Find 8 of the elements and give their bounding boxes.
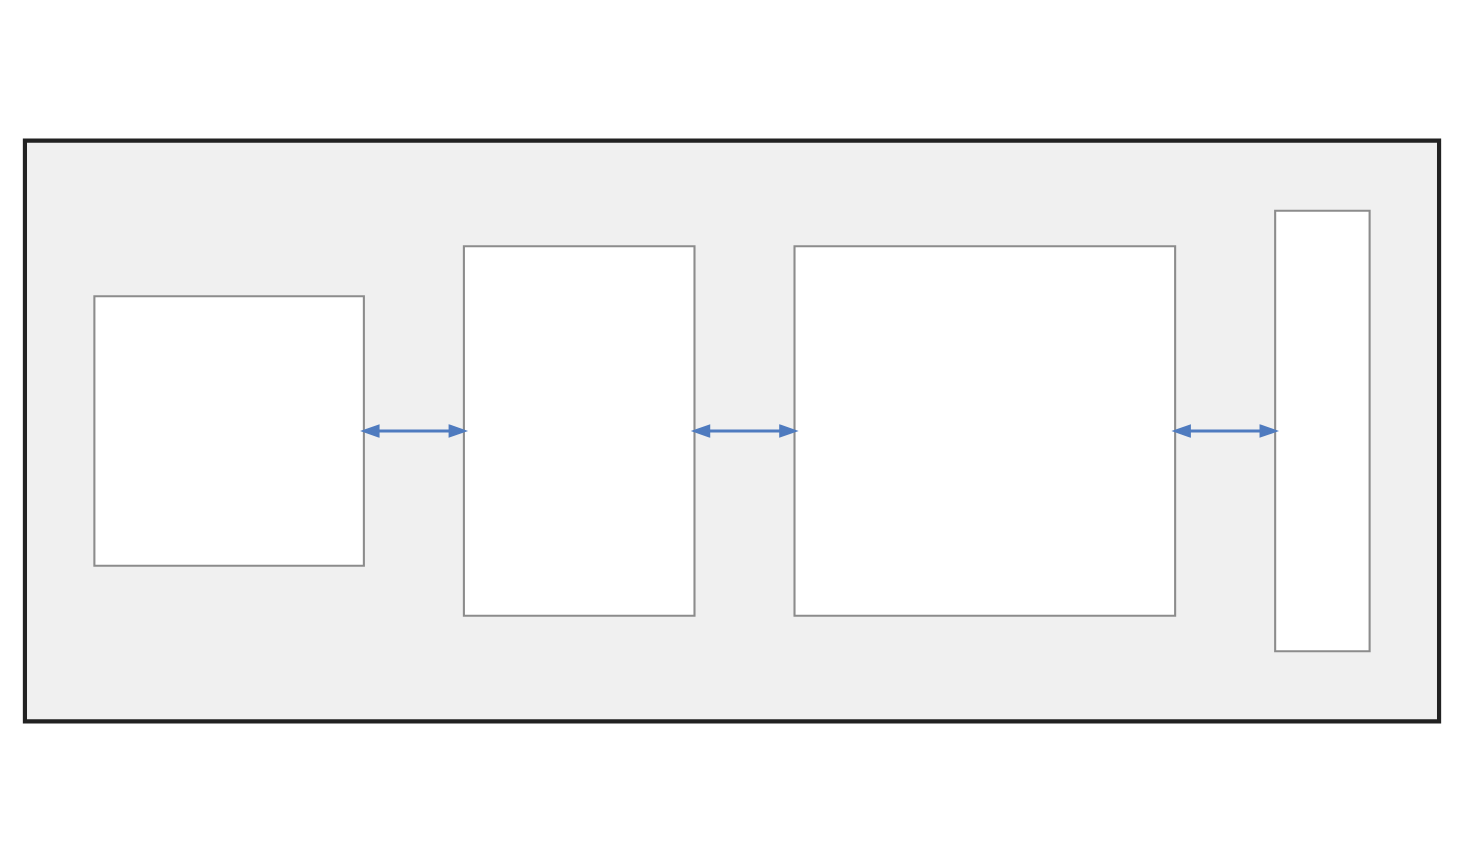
cluster [22,138,1442,724]
node-box [1274,209,1371,653]
arrow [360,424,469,438]
node-box [93,295,365,567]
node-box [793,245,1177,617]
arrow [1171,424,1279,438]
arrow [690,424,799,438]
node-box [462,245,696,617]
